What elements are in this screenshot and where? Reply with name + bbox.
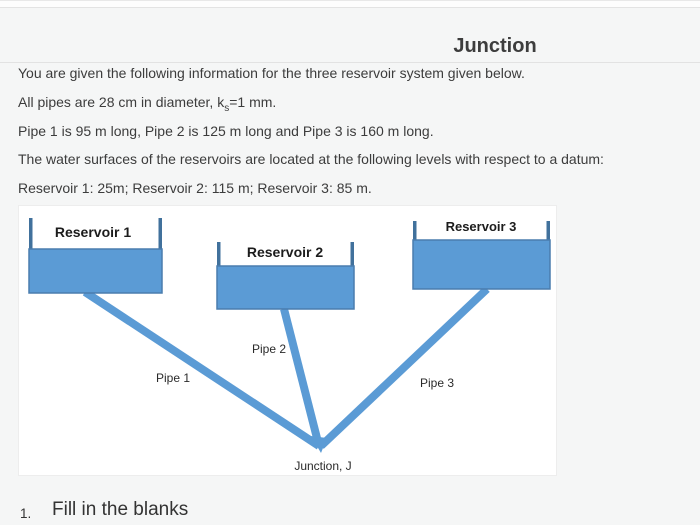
intro-line-2: All pipes are 28 cm in diameter, ks=1 mm…: [18, 94, 276, 114]
intro-line-4: The water surfaces of the reservoirs are…: [18, 151, 604, 167]
reservoir-3-water: [412, 239, 551, 290]
intro-line-2-prefix: All pipes are 28 cm in diameter, k: [18, 94, 225, 110]
junction-label: Junction, J: [294, 459, 351, 473]
page-title: Junction: [453, 35, 537, 57]
pipe-1-line: [82, 288, 322, 450]
reservoir-1-label: Reservoir 1: [55, 224, 131, 240]
three-reservoir-diagram: Reservoir 1 Reservoir 2 Reservoir 3 Pipe…: [18, 205, 557, 476]
pipe-1-label: Pipe 1: [156, 371, 190, 385]
question-number: 1.: [20, 506, 32, 521]
title-divider: [0, 62, 700, 63]
intro-line-1: You are given the following information …: [18, 65, 525, 81]
top-bar: [0, 0, 700, 8]
intro-line-2-suffix: =1 mm.: [229, 94, 277, 110]
pipe-2-label: Pipe 2: [252, 342, 286, 356]
reservoir-3-label: Reservoir 3: [446, 219, 517, 234]
pipe-3-line: [318, 286, 490, 449]
pipe-3-label: Pipe 3: [420, 376, 454, 390]
reservoir-2-label: Reservoir 2: [247, 244, 323, 260]
reservoir-1-water: [28, 248, 163, 294]
diagram-canvas: Reservoir 1 Reservoir 2 Reservoir 3 Pipe…: [28, 218, 551, 473]
junction-arrowhead: [311, 436, 327, 453]
question-title: Fill in the blanks: [52, 499, 189, 520]
roughness-subscript: s: [224, 102, 230, 114]
intro-line-5: Reservoir 1: 25m; Reservoir 2: 115 m; Re…: [18, 180, 372, 196]
pipe-2-line: [280, 308, 323, 447]
reservoir-2-water: [216, 265, 355, 310]
intro-line-3: Pipe 1 is 95 m long, Pipe 2 is 125 m lon…: [18, 123, 434, 139]
